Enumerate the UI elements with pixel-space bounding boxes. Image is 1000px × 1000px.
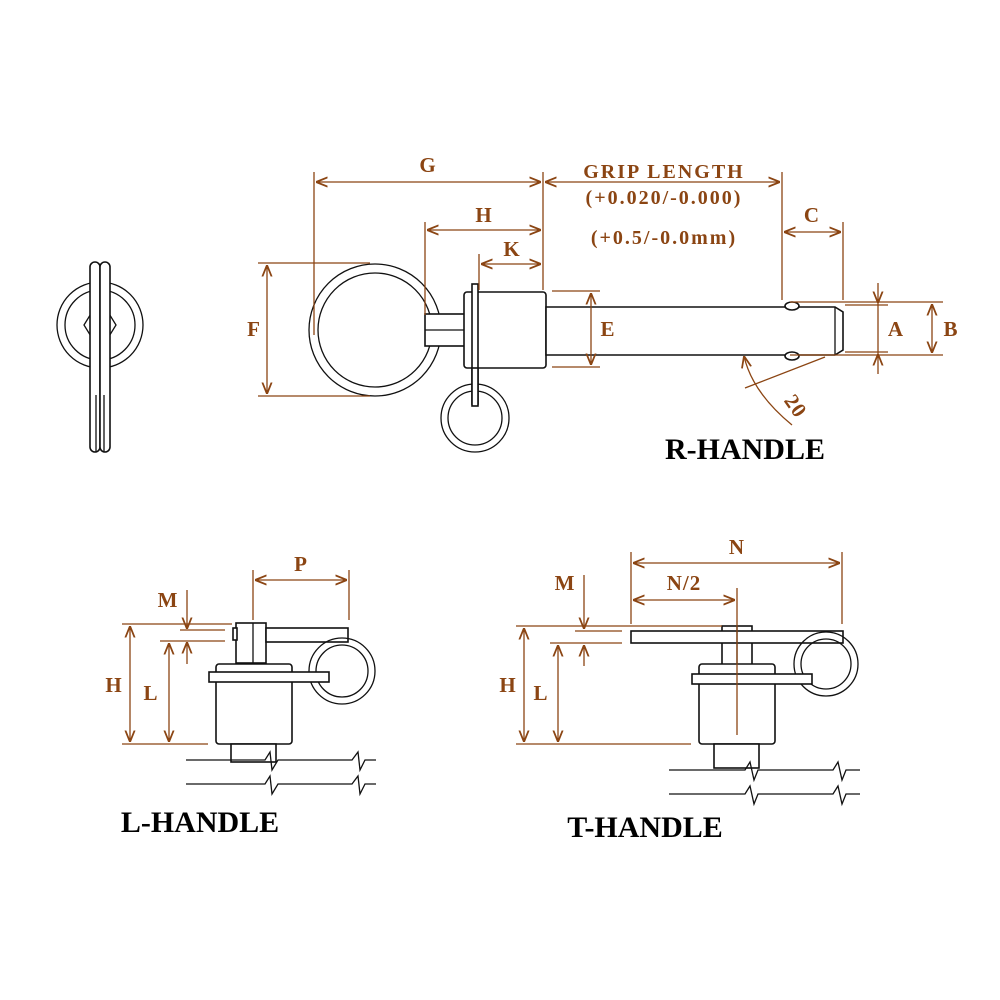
dim-label-c: C [804, 203, 820, 227]
t-dim-label-m: M [555, 571, 576, 595]
dim-label-angle: 20 [779, 390, 812, 423]
grip-tolerance-mm: (+0.5/-0.0mm) [591, 227, 737, 249]
l-dim-label-p: P [294, 552, 308, 576]
t-handle-dimensions: N N/2 M H L [499, 535, 843, 745]
dim-label-b: B [943, 317, 958, 341]
grip-length-label: GRIP LENGTH [583, 161, 744, 183]
dim-label-a: A [888, 317, 904, 341]
dim-label-g: G [419, 153, 436, 177]
dim-label-e: E [600, 317, 615, 341]
end-view-pin [56, 261, 144, 453]
r-handle-dimensions: G GRIP LENGTH (+0.020/-0.000) (+0.5/-0.0… [247, 153, 958, 426]
t-handle-drawing [630, 625, 860, 807]
l-dim-label-h: H [105, 673, 122, 697]
r-handle-drawing [308, 263, 844, 453]
dim-label-h: H [475, 203, 492, 227]
t-dim-label-n: N [729, 535, 745, 559]
grip-tolerance-inch: (+0.020/-0.000) [586, 187, 743, 209]
t-dim-label-l: L [533, 681, 548, 705]
t-handle-title: T-HANDLE [567, 811, 723, 844]
r-handle-title: R-HANDLE [665, 433, 825, 466]
l-dim-label-l: L [143, 681, 158, 705]
l-handle-drawing [186, 622, 376, 797]
t-dim-label-h: H [499, 673, 516, 697]
l-handle-dimensions: P M H L [105, 552, 350, 745]
dim-label-f: F [247, 317, 261, 341]
t-dim-label-n-half: N/2 [667, 571, 702, 595]
l-dim-label-m: M [158, 588, 179, 612]
l-handle-title: L-HANDLE [121, 806, 279, 839]
dim-label-k: K [503, 237, 520, 261]
